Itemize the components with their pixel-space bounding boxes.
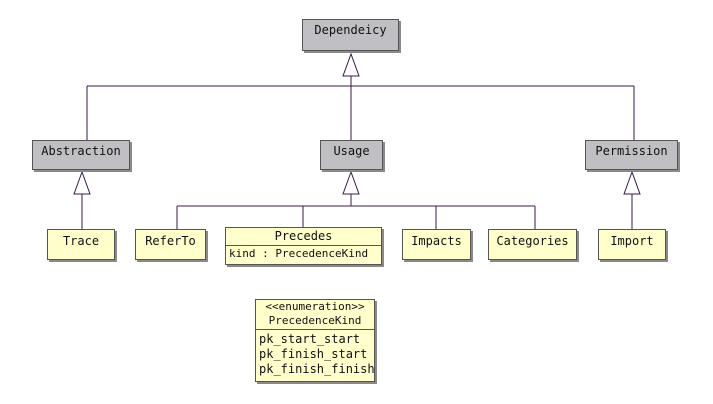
class-referto-label: ReferTo <box>145 234 196 248</box>
class-categories-label: Categories <box>496 234 569 248</box>
class-precedes-attribute: kind : PrecedenceKind <box>229 247 369 260</box>
class-referto[interactable]: ReferTo <box>135 229 206 260</box>
enumeration-literal: pk_finish_start <box>259 347 368 361</box>
generalization-arrow-root <box>342 52 360 77</box>
class-trace[interactable]: Trace <box>47 229 115 260</box>
generalization-arrow-usage <box>342 170 360 195</box>
class-categories[interactable]: Categories <box>488 229 577 260</box>
class-precedes[interactable]: Precedes kind : PrecedenceKind <box>225 227 382 265</box>
enumeration-stereotype: <<enumeration>> <box>265 300 365 313</box>
generalization-arrow-permission <box>623 170 641 195</box>
class-trace-label: Trace <box>62 234 100 248</box>
enumeration-name: PrecedenceKind <box>256 314 374 330</box>
class-impacts[interactable]: Impacts <box>402 229 471 260</box>
class-import[interactable]: Import <box>598 229 666 260</box>
enumeration-literals: pk_start_start pk_finish_start pk_finish… <box>256 330 375 377</box>
class-impacts-label: Impacts <box>411 234 462 248</box>
class-usage[interactable]: Usage <box>320 140 383 170</box>
class-dependency-label: Dependeicy <box>314 23 387 37</box>
class-usage-label: Usage <box>333 144 370 158</box>
class-precedes-label: Precedes <box>226 228 381 246</box>
enumeration-literal: pk_start_start <box>259 332 361 346</box>
class-dependency[interactable]: Dependeicy <box>302 19 399 51</box>
enumeration-literal: pk_finish_finish <box>259 362 375 376</box>
class-abstraction-label: Abstraction <box>41 144 121 158</box>
class-permission[interactable]: Permission <box>585 140 678 170</box>
class-abstraction[interactable]: Abstraction <box>32 140 130 170</box>
class-permission-label: Permission <box>595 144 668 158</box>
class-import-label: Import <box>610 234 654 248</box>
enumeration-precedencekind[interactable]: <<enumeration>> PrecedenceKind pk_start_… <box>255 299 375 382</box>
generalization-arrow-abstraction <box>73 170 91 195</box>
